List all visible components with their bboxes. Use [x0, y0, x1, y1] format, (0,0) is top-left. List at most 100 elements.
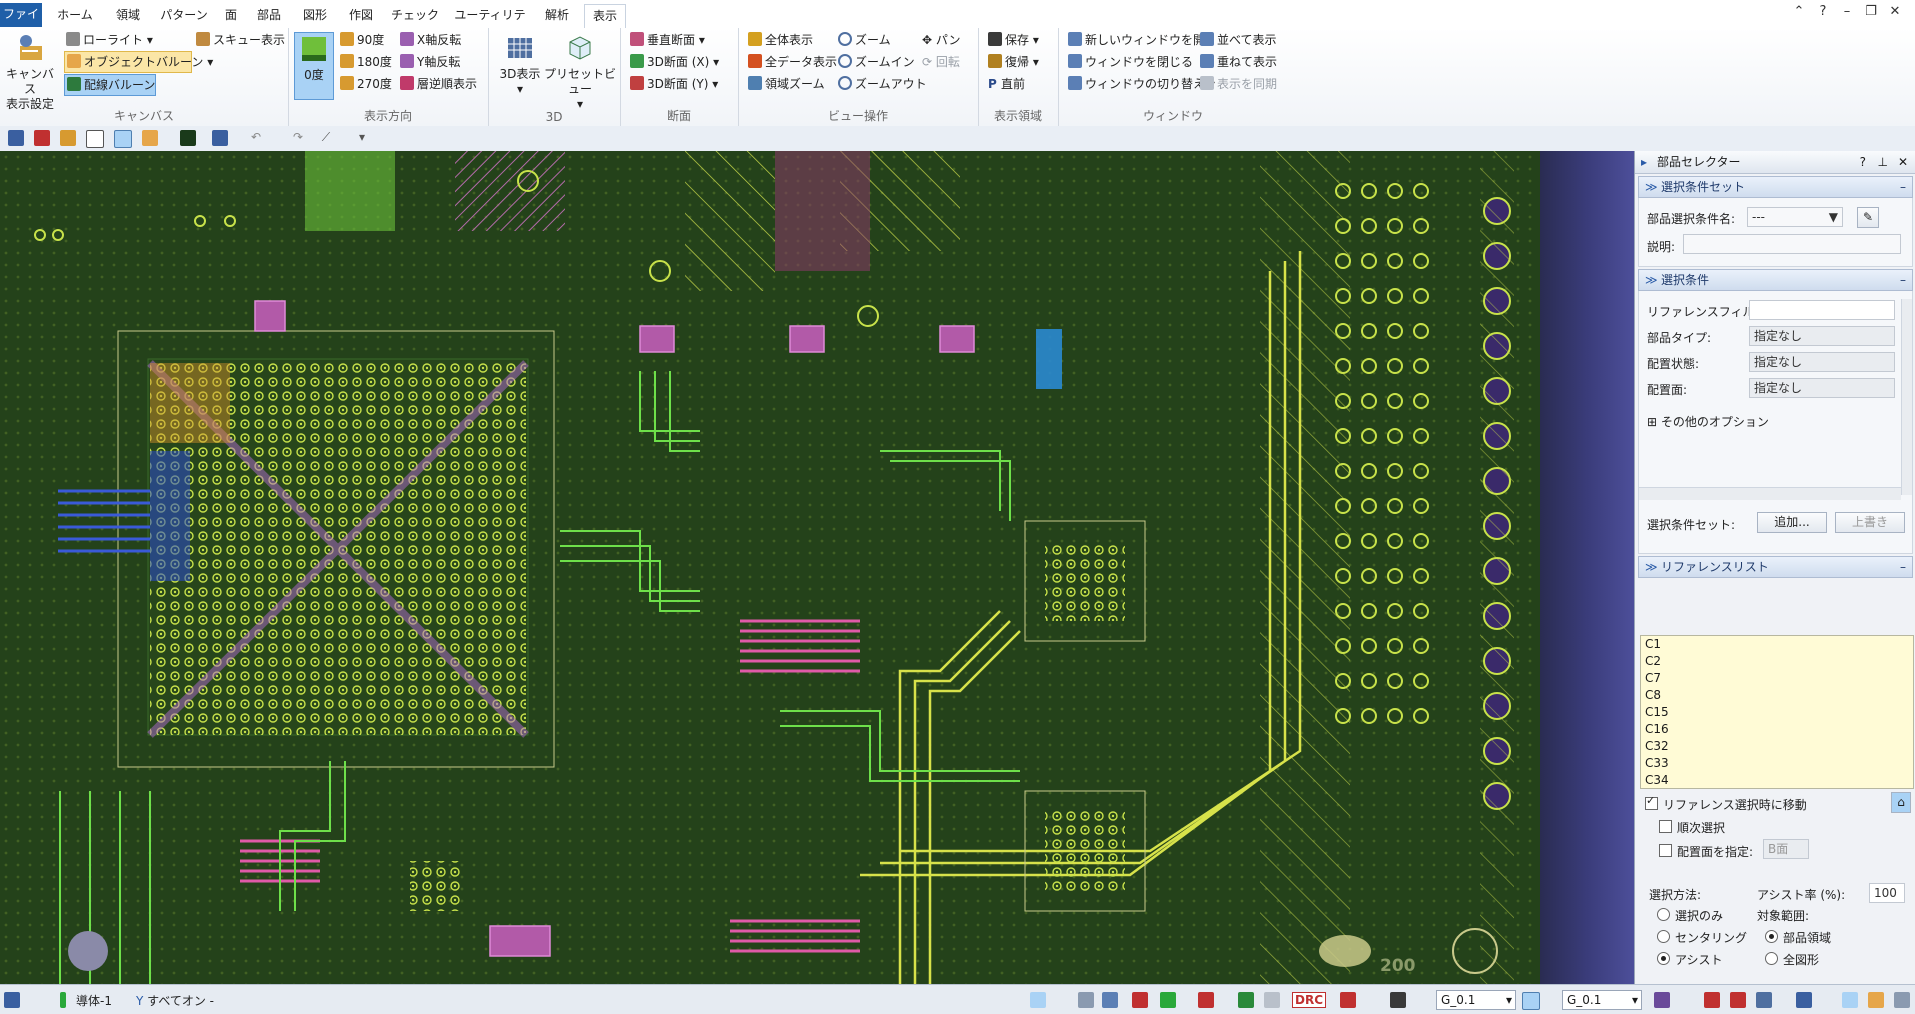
object-balloon-button[interactable]: オブジェクトバルーン ▾: [64, 51, 213, 73]
tab-view[interactable]: 表示: [584, 4, 626, 29]
style-icon[interactable]: [212, 130, 228, 146]
layer-reverse-button[interactable]: 層逆順表示: [400, 74, 477, 94]
balloon-icon[interactable]: [142, 130, 158, 146]
list-item[interactable]: C1: [1645, 637, 1662, 651]
assist-rate-input[interactable]: 100: [1869, 883, 1905, 903]
palette-icon[interactable]: [1868, 992, 1884, 1008]
zoom-out-button[interactable]: ズームアウト: [838, 74, 927, 94]
board-icon[interactable]: [1238, 992, 1254, 1008]
preset-view-button[interactable]: プリセットビュー▾: [544, 32, 616, 112]
measure-icon[interactable]: ⟋: [321, 130, 331, 144]
fit-all-data-button[interactable]: 全データ表示: [748, 52, 837, 72]
minimize-icon[interactable]: –: [1843, 4, 1851, 19]
corner-icon[interactable]: [1756, 992, 1772, 1008]
trace-icon[interactable]: [180, 130, 196, 146]
canvas-settings-button[interactable]: キャンバス 表示設定: [2, 32, 58, 112]
mode-icon[interactable]: [4, 992, 20, 1008]
part-type-select[interactable]: 指定なし: [1749, 326, 1895, 346]
sync-view-button[interactable]: 表示を同期: [1200, 74, 1277, 94]
y-flip-button[interactable]: Y軸反転: [400, 52, 460, 72]
section-x-button[interactable]: 3D断面 (X) ▾: [630, 52, 719, 72]
switch-window-button[interactable]: ウィンドウの切り替え ▾: [1068, 74, 1215, 94]
cylinder-icon[interactable]: [1264, 992, 1280, 1008]
route-icon[interactable]: [1704, 992, 1720, 1008]
list-item[interactable]: C32: [1645, 739, 1669, 753]
fit-all-button[interactable]: 全体表示: [748, 30, 813, 50]
tab-area[interactable]: 領域: [115, 8, 140, 22]
section-y-button[interactable]: 3D断面 (Y) ▾: [630, 74, 718, 94]
close-window-button[interactable]: ウィンドウを閉じる: [1068, 52, 1193, 72]
ref-filter-input[interactable]: [1749, 300, 1895, 320]
area-save-button[interactable]: 保存 ▾: [988, 30, 1039, 50]
delete-icon[interactable]: [1132, 992, 1148, 1008]
zoom-in-button[interactable]: ズームイン: [838, 52, 915, 72]
tab-pattern[interactable]: パターン: [160, 8, 208, 22]
section-conditions[interactable]: ≫選択条件–: [1638, 269, 1913, 291]
zoom-button[interactable]: ズーム: [838, 30, 891, 50]
section-reference-list[interactable]: ≫リファレンスリスト–: [1638, 556, 1913, 578]
list-item[interactable]: C7: [1645, 671, 1662, 685]
condition-set-name-select[interactable]: ---▼: [1747, 207, 1843, 227]
drc-button[interactable]: DRC: [1292, 992, 1327, 1008]
component-icon[interactable]: [1730, 992, 1746, 1008]
new-window-button[interactable]: 新しいウィンドウを開く: [1068, 30, 1217, 50]
section-condition-set[interactable]: ≫選択条件セット–: [1638, 176, 1913, 198]
x-flip-button[interactable]: X軸反転: [400, 30, 461, 50]
rotate-0-button[interactable]: 0度: [294, 32, 334, 100]
method-only-radio[interactable]: 選択のみ: [1657, 907, 1723, 924]
skew-button[interactable]: スキュー表示: [196, 30, 285, 50]
description-field[interactable]: [1683, 234, 1901, 254]
pin-icon[interactable]: ⊥: [1877, 155, 1888, 169]
grid-snap-icon[interactable]: [1522, 992, 1540, 1010]
pcb-canvas[interactable]: 200: [0, 151, 1540, 984]
list-item[interactable]: C8: [1645, 688, 1662, 702]
move-on-select-checkbox[interactable]: リファレンス選択時に移動: [1645, 794, 1807, 813]
tab-shapes[interactable]: 図形: [302, 8, 327, 22]
grid-select-2[interactable]: G_0.1▾: [1562, 990, 1642, 1010]
redo-icon[interactable]: ↷: [292, 130, 304, 144]
list-item[interactable]: C15: [1645, 705, 1669, 719]
vertical-section-button[interactable]: 垂直断面 ▾: [630, 30, 705, 50]
collapse-icon[interactable]: –: [1900, 180, 1906, 194]
tab-utility[interactable]: ユーティリティ: [454, 8, 526, 45]
tab-home[interactable]: ホーム: [57, 8, 93, 22]
tab-surface[interactable]: 面: [224, 8, 237, 22]
wiring-balloon-button[interactable]: 配線バルーン: [64, 74, 156, 96]
collapse-icon[interactable]: –: [1900, 560, 1906, 574]
specify-side-checkbox[interactable]: 配置面を指定:: [1659, 843, 1753, 860]
select-icon[interactable]: [114, 130, 132, 148]
close-icon[interactable]: ✕: [1889, 4, 1901, 19]
add-condition-button[interactable]: 追加...: [1757, 512, 1827, 533]
tab-parts[interactable]: 部品: [256, 8, 281, 22]
filter-dropdown[interactable]: Y すべてオン -: [136, 994, 214, 1008]
ribbon-collapse-icon[interactable]: ⌃: [1793, 4, 1805, 19]
shape-icon[interactable]: [1160, 992, 1176, 1008]
symbol-icon[interactable]: [1654, 992, 1670, 1008]
rotate-90-button[interactable]: 90度: [340, 30, 384, 50]
lightning-icon[interactable]: [1390, 992, 1406, 1008]
tab-analysis[interactable]: 解析: [544, 8, 569, 22]
sequential-checkbox[interactable]: 順次選択: [1659, 819, 1725, 836]
method-centering-radio[interactable]: センタリング: [1657, 929, 1747, 946]
tile-button[interactable]: 並べて表示: [1200, 30, 1277, 50]
cut-icon[interactable]: [1198, 992, 1214, 1008]
area-prev-button[interactable]: P 直前: [988, 74, 1025, 94]
view-3d-button[interactable]: 3D表示▾: [498, 32, 542, 97]
tab-check[interactable]: チェック: [390, 8, 439, 22]
more-options-toggle[interactable]: ⊞ その他のオプション: [1647, 413, 1769, 430]
list-item[interactable]: C33: [1645, 756, 1669, 770]
snap-icon[interactable]: [1030, 992, 1046, 1008]
vertical-scrollbar[interactable]: [1901, 299, 1912, 495]
help-icon[interactable]: ?: [1859, 155, 1866, 169]
list-item[interactable]: C2: [1645, 654, 1662, 668]
pan-button[interactable]: ✥ パン: [922, 30, 960, 50]
rotate-button[interactable]: ⟳ 回転: [922, 52, 960, 72]
horizontal-scrollbar[interactable]: [1639, 487, 1901, 500]
tab-draw[interactable]: 作図: [348, 8, 373, 22]
side-select[interactable]: 指定なし: [1749, 378, 1895, 398]
target-all-shape-radio[interactable]: 全図形: [1765, 951, 1819, 968]
area-zoom-button[interactable]: 領域ズーム: [748, 74, 825, 94]
customize-icon[interactable]: ▾: [358, 130, 366, 144]
rotate-180-button[interactable]: 180度: [340, 52, 392, 72]
note-icon[interactable]: [1078, 992, 1094, 1008]
